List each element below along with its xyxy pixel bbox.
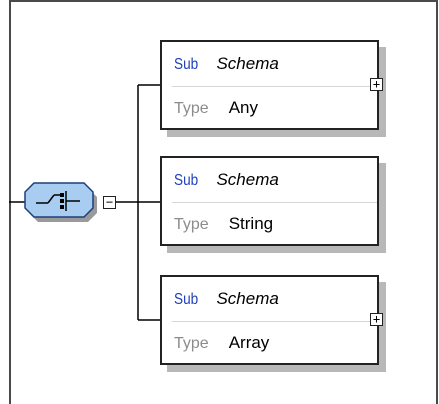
type-value: Any xyxy=(228,98,258,117)
sub-label: Sub xyxy=(174,172,199,189)
schema-label: Schema xyxy=(216,170,279,189)
expand-button-any[interactable]: + xyxy=(370,78,383,91)
sequence-compositor-icon[interactable] xyxy=(24,182,98,222)
schema-type-row: Type Array xyxy=(174,333,269,355)
schema-type-row: Type String xyxy=(174,214,273,236)
schema-label: Schema xyxy=(216,289,279,308)
schema-node-array[interactable]: Sub Schema Type Array xyxy=(160,275,379,365)
schema-type-row: Type Any xyxy=(174,98,258,120)
schema-divider xyxy=(172,321,377,322)
sub-label: Sub xyxy=(174,291,199,308)
type-label: Type xyxy=(174,335,209,352)
schema-divider xyxy=(172,86,377,87)
sub-label: Sub xyxy=(174,56,199,73)
type-value: String xyxy=(228,214,274,233)
schema-header: Sub Schema xyxy=(174,170,279,192)
schema-header: Sub Schema xyxy=(174,289,279,311)
schema-node-any[interactable]: Sub Schema Type Any xyxy=(160,40,379,130)
schema-node-string[interactable]: Sub Schema Type String xyxy=(160,156,379,246)
collapse-button[interactable]: − xyxy=(103,196,116,209)
type-label: Type xyxy=(174,100,209,117)
type-value: Array xyxy=(228,333,270,352)
schema-label: Schema xyxy=(216,54,279,73)
schema-divider xyxy=(172,202,377,203)
schema-header: Sub Schema xyxy=(174,54,279,76)
type-label: Type xyxy=(174,216,209,233)
expand-button-array[interactable]: + xyxy=(370,313,383,326)
